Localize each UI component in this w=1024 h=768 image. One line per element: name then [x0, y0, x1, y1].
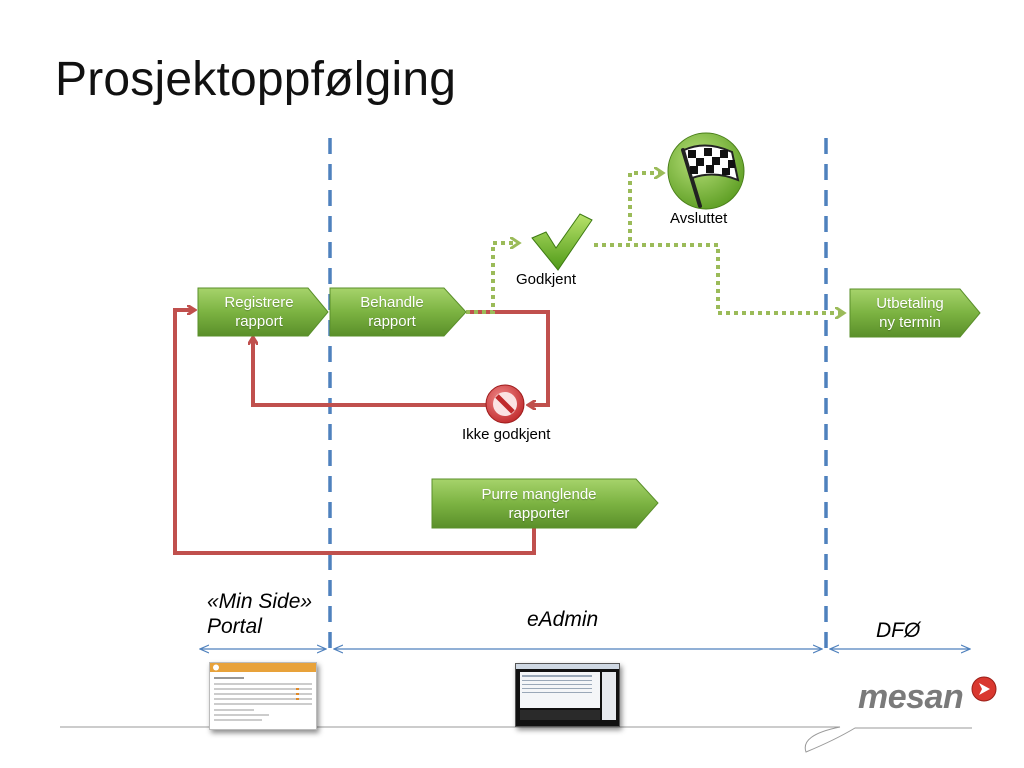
node-purre-line1: Purre manglende: [481, 485, 597, 503]
status-avsluttet: Avsluttet: [670, 210, 728, 227]
region-portal-line2: Portal: [207, 615, 262, 638]
page-title: Prosjektoppfølging: [55, 53, 457, 106]
return-to-register-path: [253, 339, 490, 407]
node-utbetaling-shape: [849, 288, 981, 338]
no-entry-icon: [485, 384, 525, 424]
node-behandle-line2: rapport: [368, 313, 416, 330]
footer-line: [60, 726, 972, 753]
region-portal-line1: «Min Side»: [207, 590, 313, 613]
node-registrere-line1: Registrere: [224, 294, 294, 311]
node-registrere-shape: [197, 287, 329, 337]
checkered-flag-icon: [667, 132, 745, 210]
approve-path: [466, 243, 518, 314]
region-dfo: DFØ: [876, 619, 921, 642]
node-registrere: Registrere rapport: [200, 288, 318, 336]
reminder-path: [173, 310, 536, 555]
brand-logo-text: mesan: [858, 678, 964, 716]
mesan-logo-icon: [971, 676, 997, 702]
eadmin-screenshot-thumbnail: [515, 663, 620, 727]
portal-screenshot-thumbnail: [209, 662, 317, 730]
payout-path: [594, 243, 843, 313]
status-ikke-godkjent: Ikke godkjent: [462, 426, 551, 443]
node-behandle: Behandle rapport: [336, 288, 448, 336]
reject-path: [466, 310, 550, 405]
finish-path: [594, 173, 662, 247]
region-portal: «Min Side» Portal: [207, 589, 312, 639]
node-utbetaling-line2: ny termin: [879, 314, 941, 331]
node-registrere-line2: rapport: [235, 313, 283, 330]
node-behandle-line1: Behandle: [360, 294, 424, 311]
brand-logo: mesan: [858, 678, 964, 717]
checkmark-icon: [531, 213, 593, 271]
node-utbetaling-line1: Utbetaling: [876, 295, 944, 312]
portal-thumbnail-graphic: [210, 663, 316, 721]
status-godkjent: Godkjent: [516, 271, 577, 288]
eadmin-thumbnail-graphic: [516, 664, 619, 720]
node-purre-shape: [431, 478, 659, 529]
node-purre-line2: rapporter: [508, 504, 570, 522]
node-utbetaling: Utbetaling ny termin: [852, 289, 968, 337]
region-eadmin: eAdmin: [527, 608, 599, 631]
node-behandle-shape: [329, 287, 467, 337]
